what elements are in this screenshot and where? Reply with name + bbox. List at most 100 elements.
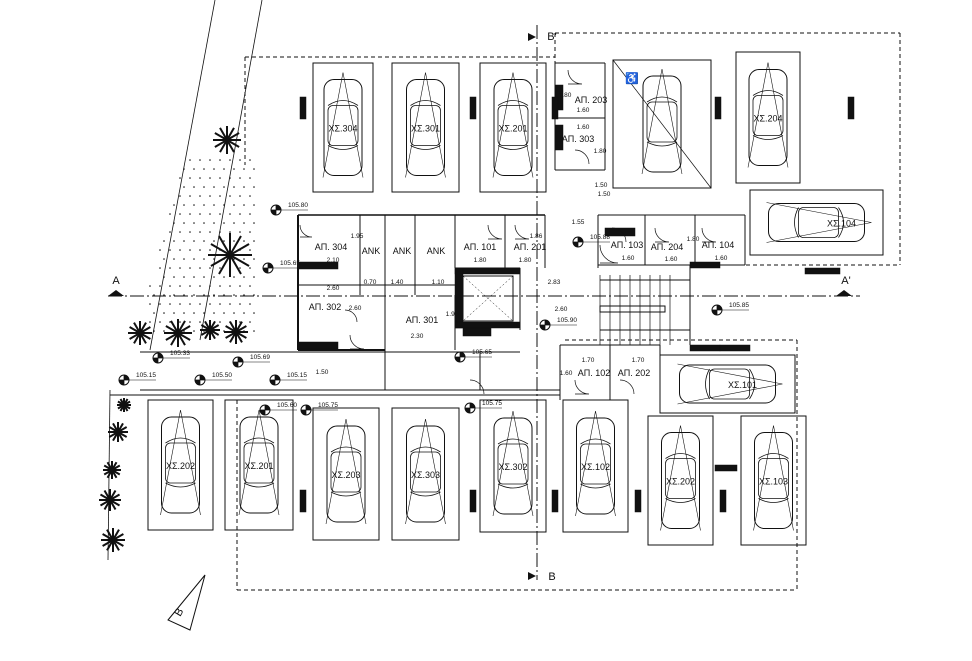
- garden-dot: [199, 267, 201, 269]
- car-body: [748, 69, 788, 166]
- column-block: [469, 96, 477, 120]
- garden-dot: [249, 231, 251, 233]
- garden-dot: [189, 231, 191, 233]
- dimension-label: 1.60: [560, 370, 573, 377]
- car-windshield: [758, 453, 789, 503]
- palm-frond: [177, 320, 186, 334]
- garden-dot: [229, 159, 231, 161]
- garden-dot: [159, 321, 161, 323]
- palm-frond: [129, 326, 141, 334]
- elevation-marker-fill: [464, 402, 476, 414]
- dimension-label: 1.40: [391, 279, 404, 286]
- door-swing: [599, 244, 619, 264]
- elevator-cross: [462, 275, 514, 322]
- parking-bay-bottom: [312, 407, 380, 541]
- garden-dot: [189, 249, 191, 251]
- garden-dot: [249, 159, 251, 161]
- palm-frond: [218, 254, 231, 275]
- garden-dot: [213, 240, 215, 242]
- garden-dot: [163, 294, 165, 296]
- parking-bay-top: [312, 62, 374, 193]
- palm-tree-icon: [164, 319, 192, 347]
- palm-frond: [226, 132, 240, 141]
- garden-dot: [249, 267, 251, 269]
- elevation-label: 105.15: [136, 372, 156, 379]
- car-windshield: [705, 368, 755, 400]
- dimension-label: 1.55: [572, 219, 585, 226]
- garden-dot: [173, 276, 175, 278]
- garden-dot: [249, 213, 251, 215]
- garden-dot: [203, 222, 205, 224]
- column-block: [454, 267, 521, 275]
- garden-dot: [213, 168, 215, 170]
- car-windshield: [165, 437, 196, 488]
- garden-dot: [213, 258, 215, 260]
- car-windshield: [497, 438, 529, 489]
- palm-tree-icon: [101, 528, 125, 552]
- garden-dot: [209, 303, 211, 305]
- site-edge-line: [149, 0, 216, 351]
- room-label: ΑΠ. 202: [618, 368, 651, 378]
- car-roof: [752, 95, 784, 136]
- elevation-label: 105.85: [729, 302, 749, 309]
- palm-frond: [123, 400, 131, 406]
- parking-space-label: ΧΣ.102: [581, 462, 610, 472]
- garden-dot: [179, 213, 181, 215]
- garden-dot: [219, 231, 221, 233]
- garden-dot: [249, 321, 251, 323]
- room-label: ΑΠ. 103: [611, 240, 644, 250]
- car-windshield: [646, 96, 678, 147]
- garden-dot: [179, 321, 181, 323]
- garden-dot: [189, 267, 191, 269]
- parking-space-label: ΧΣ.304: [328, 124, 357, 134]
- parking-bay-bottom: [562, 399, 629, 533]
- car-roof: [243, 442, 275, 484]
- parking-space-label: ΧΣ.302: [498, 462, 527, 472]
- car-body: [661, 432, 700, 529]
- garden-dot: [219, 195, 221, 197]
- garden-dot: [169, 231, 171, 233]
- parking-space-label: ΧΣ.203: [331, 470, 360, 480]
- palm-frond: [229, 331, 237, 343]
- garden-dot: [253, 204, 255, 206]
- car: [747, 62, 789, 168]
- car-roof: [709, 368, 750, 400]
- garden-dot: [199, 213, 201, 215]
- garden-dot: [189, 177, 191, 179]
- room-label: ΑΠ. 201: [514, 242, 547, 252]
- section-mark-label: B: [548, 571, 555, 583]
- garden-dot: [199, 195, 201, 197]
- garden-dot: [209, 231, 211, 233]
- garden-dot: [193, 330, 195, 332]
- car-body: [406, 425, 445, 523]
- garden-dot: [203, 258, 205, 260]
- garden-dot: [243, 276, 245, 278]
- door-swing: [344, 309, 358, 323]
- dimension-label: 1.60: [577, 107, 590, 114]
- garden-dot: [223, 240, 225, 242]
- garden-dot: [153, 330, 155, 332]
- garden-dot: [203, 240, 205, 242]
- stair-landing: [599, 305, 666, 313]
- car: [492, 72, 534, 178]
- room-label: ΑΠ. 303: [562, 134, 595, 144]
- garden-dot: [229, 195, 231, 197]
- garden-dot: [219, 321, 221, 323]
- door-swing: [574, 149, 590, 165]
- car: [660, 425, 701, 531]
- palm-frond: [170, 332, 179, 346]
- column-block: [462, 327, 492, 337]
- garden-dot: [159, 285, 161, 287]
- garden-dot: [233, 276, 235, 278]
- car-sightline: [160, 409, 201, 516]
- car-sightline: [747, 62, 789, 168]
- palm-frond: [177, 332, 186, 346]
- garden-dot: [209, 213, 211, 215]
- palm-frond: [226, 127, 235, 141]
- garden-dot: [243, 240, 245, 242]
- elevation-label: 105.88: [590, 234, 610, 241]
- car-roof: [410, 451, 441, 493]
- elevation-marker-fill: [118, 374, 130, 386]
- palm-tree-icon: [108, 422, 128, 442]
- garden-dot: [149, 321, 151, 323]
